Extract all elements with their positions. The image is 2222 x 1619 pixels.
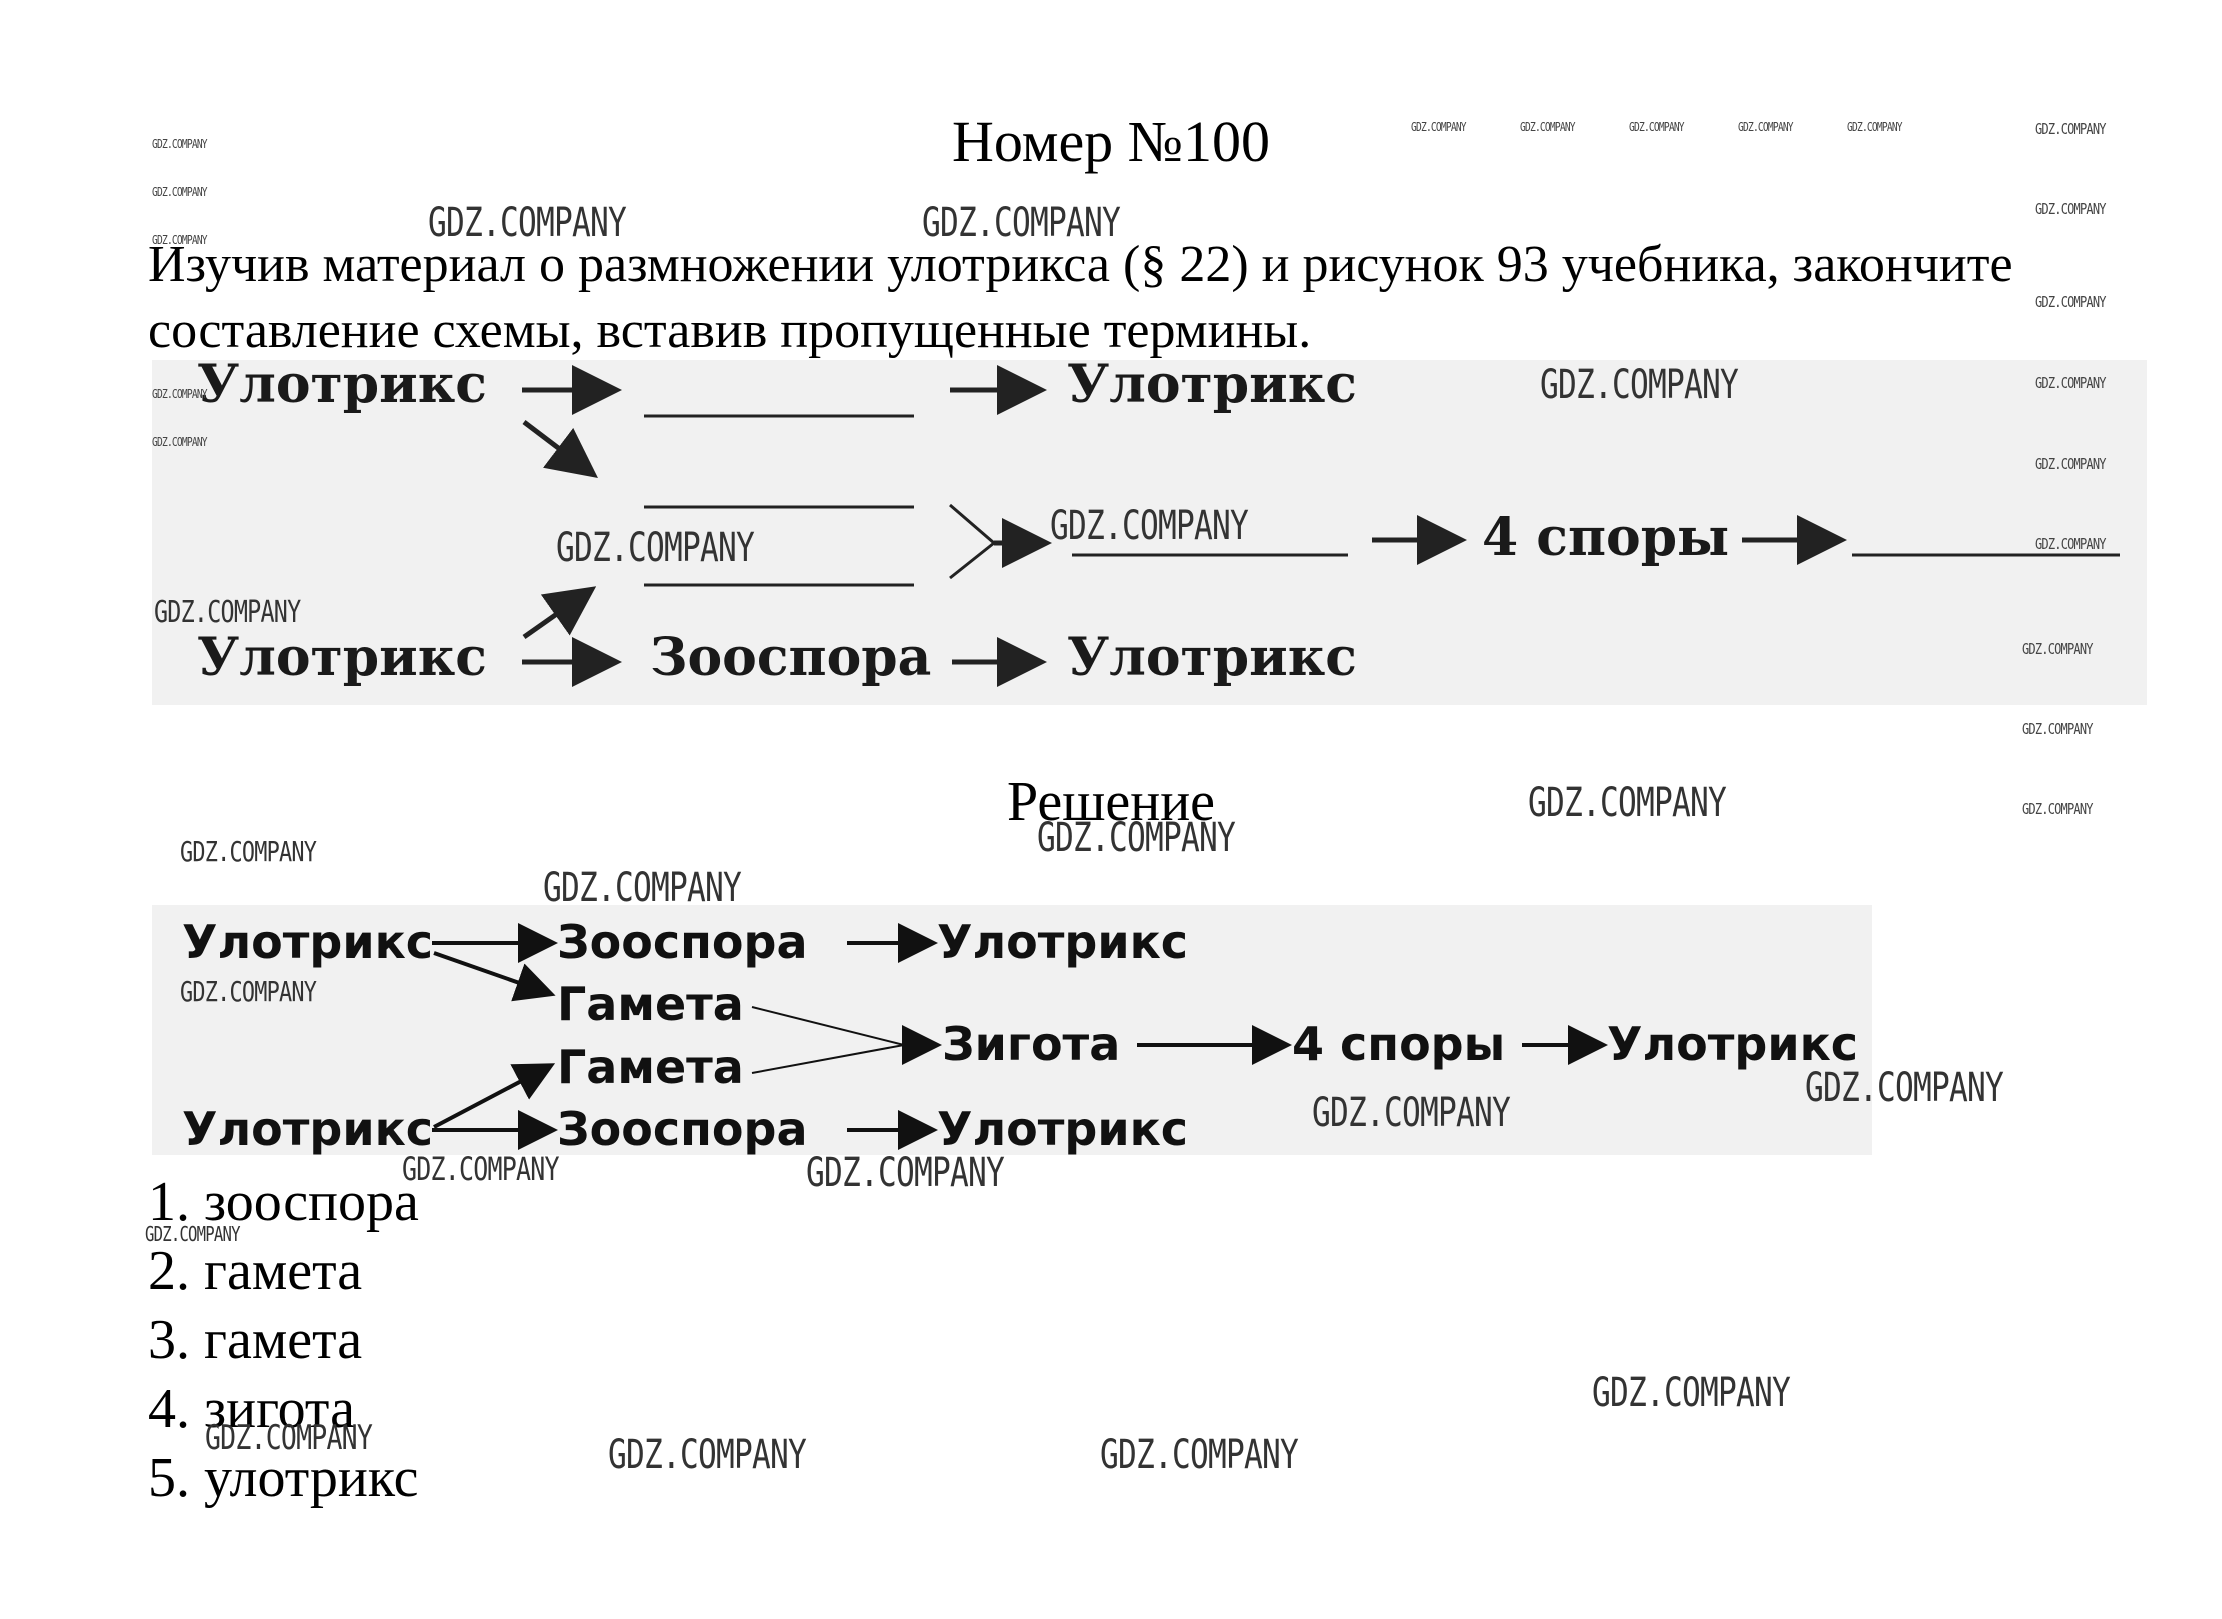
zygote: Зигота xyxy=(942,1017,1120,1071)
row2-spores: 4 споры xyxy=(1482,507,1729,568)
watermark: GDZ.COMPANY xyxy=(428,200,627,246)
watermark: GDZ.COMPANY xyxy=(2035,455,2106,473)
answer-item: 5. улотрикс xyxy=(148,1447,419,1509)
watermark: GDZ.COMPANY xyxy=(1037,815,1236,861)
task-scheme: Улотрикс Улотрикс 4 споры Улотрикс Зоосп… xyxy=(152,360,2147,705)
arrow xyxy=(522,420,598,479)
watermark: GDZ.COMPANY xyxy=(2022,800,2093,818)
watermark: GDZ.COMPANY xyxy=(608,1432,807,1478)
answer-item: 4. зигота xyxy=(148,1378,355,1440)
watermark: GDZ.COMPANY xyxy=(806,1150,1005,1196)
watermark: GDZ.COMPANY xyxy=(180,835,317,868)
watermark: GDZ.COMPANY xyxy=(922,200,1121,246)
watermark: GDZ.COMPANY xyxy=(1847,120,1903,134)
spores: 4 споры xyxy=(1292,1017,1505,1071)
watermark: GDZ.COMPANY xyxy=(152,435,208,449)
answer-item: 1. зооспора xyxy=(148,1171,419,1233)
gamete-top: Гамета xyxy=(557,977,744,1031)
solution-title: Решение xyxy=(1006,771,1216,833)
solution-scheme-svg: Улотрикс Зооспора Улотрикс Гамета Гамета… xyxy=(182,915,1858,1155)
watermark: GDZ.COMPANY xyxy=(402,1150,559,1188)
gamete-bottom: Гамета xyxy=(557,1040,744,1094)
answer-item: 2. гамета xyxy=(148,1240,363,1302)
answers-list: 1. зооспора 2. гамета 3. гамета 4. зигот… xyxy=(148,1168,419,1513)
watermark: GDZ.COMPANY xyxy=(1050,503,1249,549)
watermark: GDZ.COMPANY xyxy=(1738,120,1794,134)
row3-ulotrix-right: Улотрикс xyxy=(1067,627,1357,688)
row1-ulotrix-right: Улотрикс xyxy=(1067,360,1357,415)
arrow xyxy=(522,586,597,640)
arrow xyxy=(433,951,556,1002)
merge-line xyxy=(751,1006,905,1046)
watermark: GDZ.COMPANY xyxy=(1411,120,1467,134)
watermark: GDZ.COMPANY xyxy=(1540,362,1739,408)
watermark: GDZ.COMPANY xyxy=(1100,1432,1299,1478)
merge-bracket xyxy=(949,503,997,580)
watermark: GDZ.COMPANY xyxy=(2022,640,2093,658)
result-ulotrix: Улотрикс xyxy=(1607,1017,1858,1071)
row3-zoospore: Зооспора xyxy=(650,627,931,688)
watermark: GDZ.COMPANY xyxy=(2035,200,2106,218)
merge-line xyxy=(751,1044,905,1074)
arrow xyxy=(433,1063,556,1129)
r4-zoospore: Зооспора xyxy=(557,1102,808,1155)
watermark: GDZ.COMPANY xyxy=(180,975,317,1008)
watermark: GDZ.COMPANY xyxy=(1629,120,1685,134)
row1-ulotrix-left: Улотрикс xyxy=(197,360,487,415)
watermark: GDZ.COMPANY xyxy=(152,137,208,151)
watermark: GDZ.COMPANY xyxy=(2035,293,2106,311)
r1-ulotrix: Улотрикс xyxy=(182,915,433,969)
page-title: Номер №100 xyxy=(951,109,1271,174)
watermark: GDZ.COMPANY xyxy=(1312,1090,1511,1136)
watermark: GDZ.COMPANY xyxy=(154,595,301,630)
answer-item: 3. гамета xyxy=(148,1309,363,1371)
task-text: Изучив материал о размножении улотрикса … xyxy=(148,236,2013,359)
watermark: GDZ.COMPANY xyxy=(1805,1065,2004,1111)
row3-ulotrix-left: Улотрикс xyxy=(197,627,487,688)
solution-scheme: Улотрикс Зооспора Улотрикс Гамета Гамета… xyxy=(152,905,1872,1155)
watermark: GDZ.COMPANY xyxy=(2035,374,2106,392)
r4-ulotrix-right: Улотрикс xyxy=(937,1102,1188,1155)
watermark: GDZ.COMPANY xyxy=(205,1418,373,1458)
r1-zoospore: Зооспора xyxy=(557,915,808,969)
watermark: GDZ.COMPANY xyxy=(145,1222,241,1246)
watermark: GDZ.COMPANY xyxy=(543,865,742,911)
watermark: GDZ.COMPANY xyxy=(556,525,755,571)
watermark: GDZ.COMPANY xyxy=(2035,120,2106,138)
watermark: GDZ.COMPANY xyxy=(1592,1370,1791,1416)
watermark: GDZ.COMPANY xyxy=(152,233,208,247)
watermark: GDZ.COMPANY xyxy=(2022,720,2093,738)
r1-ulotrix-right: Улотрикс xyxy=(937,915,1188,969)
watermark: GDZ.COMPANY xyxy=(1528,780,1727,826)
task-scheme-svg: Улотрикс Улотрикс 4 споры Улотрикс Зоосп… xyxy=(197,360,2120,688)
r4-ulotrix: Улотрикс xyxy=(182,1102,433,1155)
watermark: GDZ.COMPANY xyxy=(152,185,208,199)
watermark: GDZ.COMPANY xyxy=(1520,120,1576,134)
watermark: GDZ.COMPANY xyxy=(152,387,208,401)
watermark: GDZ.COMPANY xyxy=(2035,535,2106,553)
